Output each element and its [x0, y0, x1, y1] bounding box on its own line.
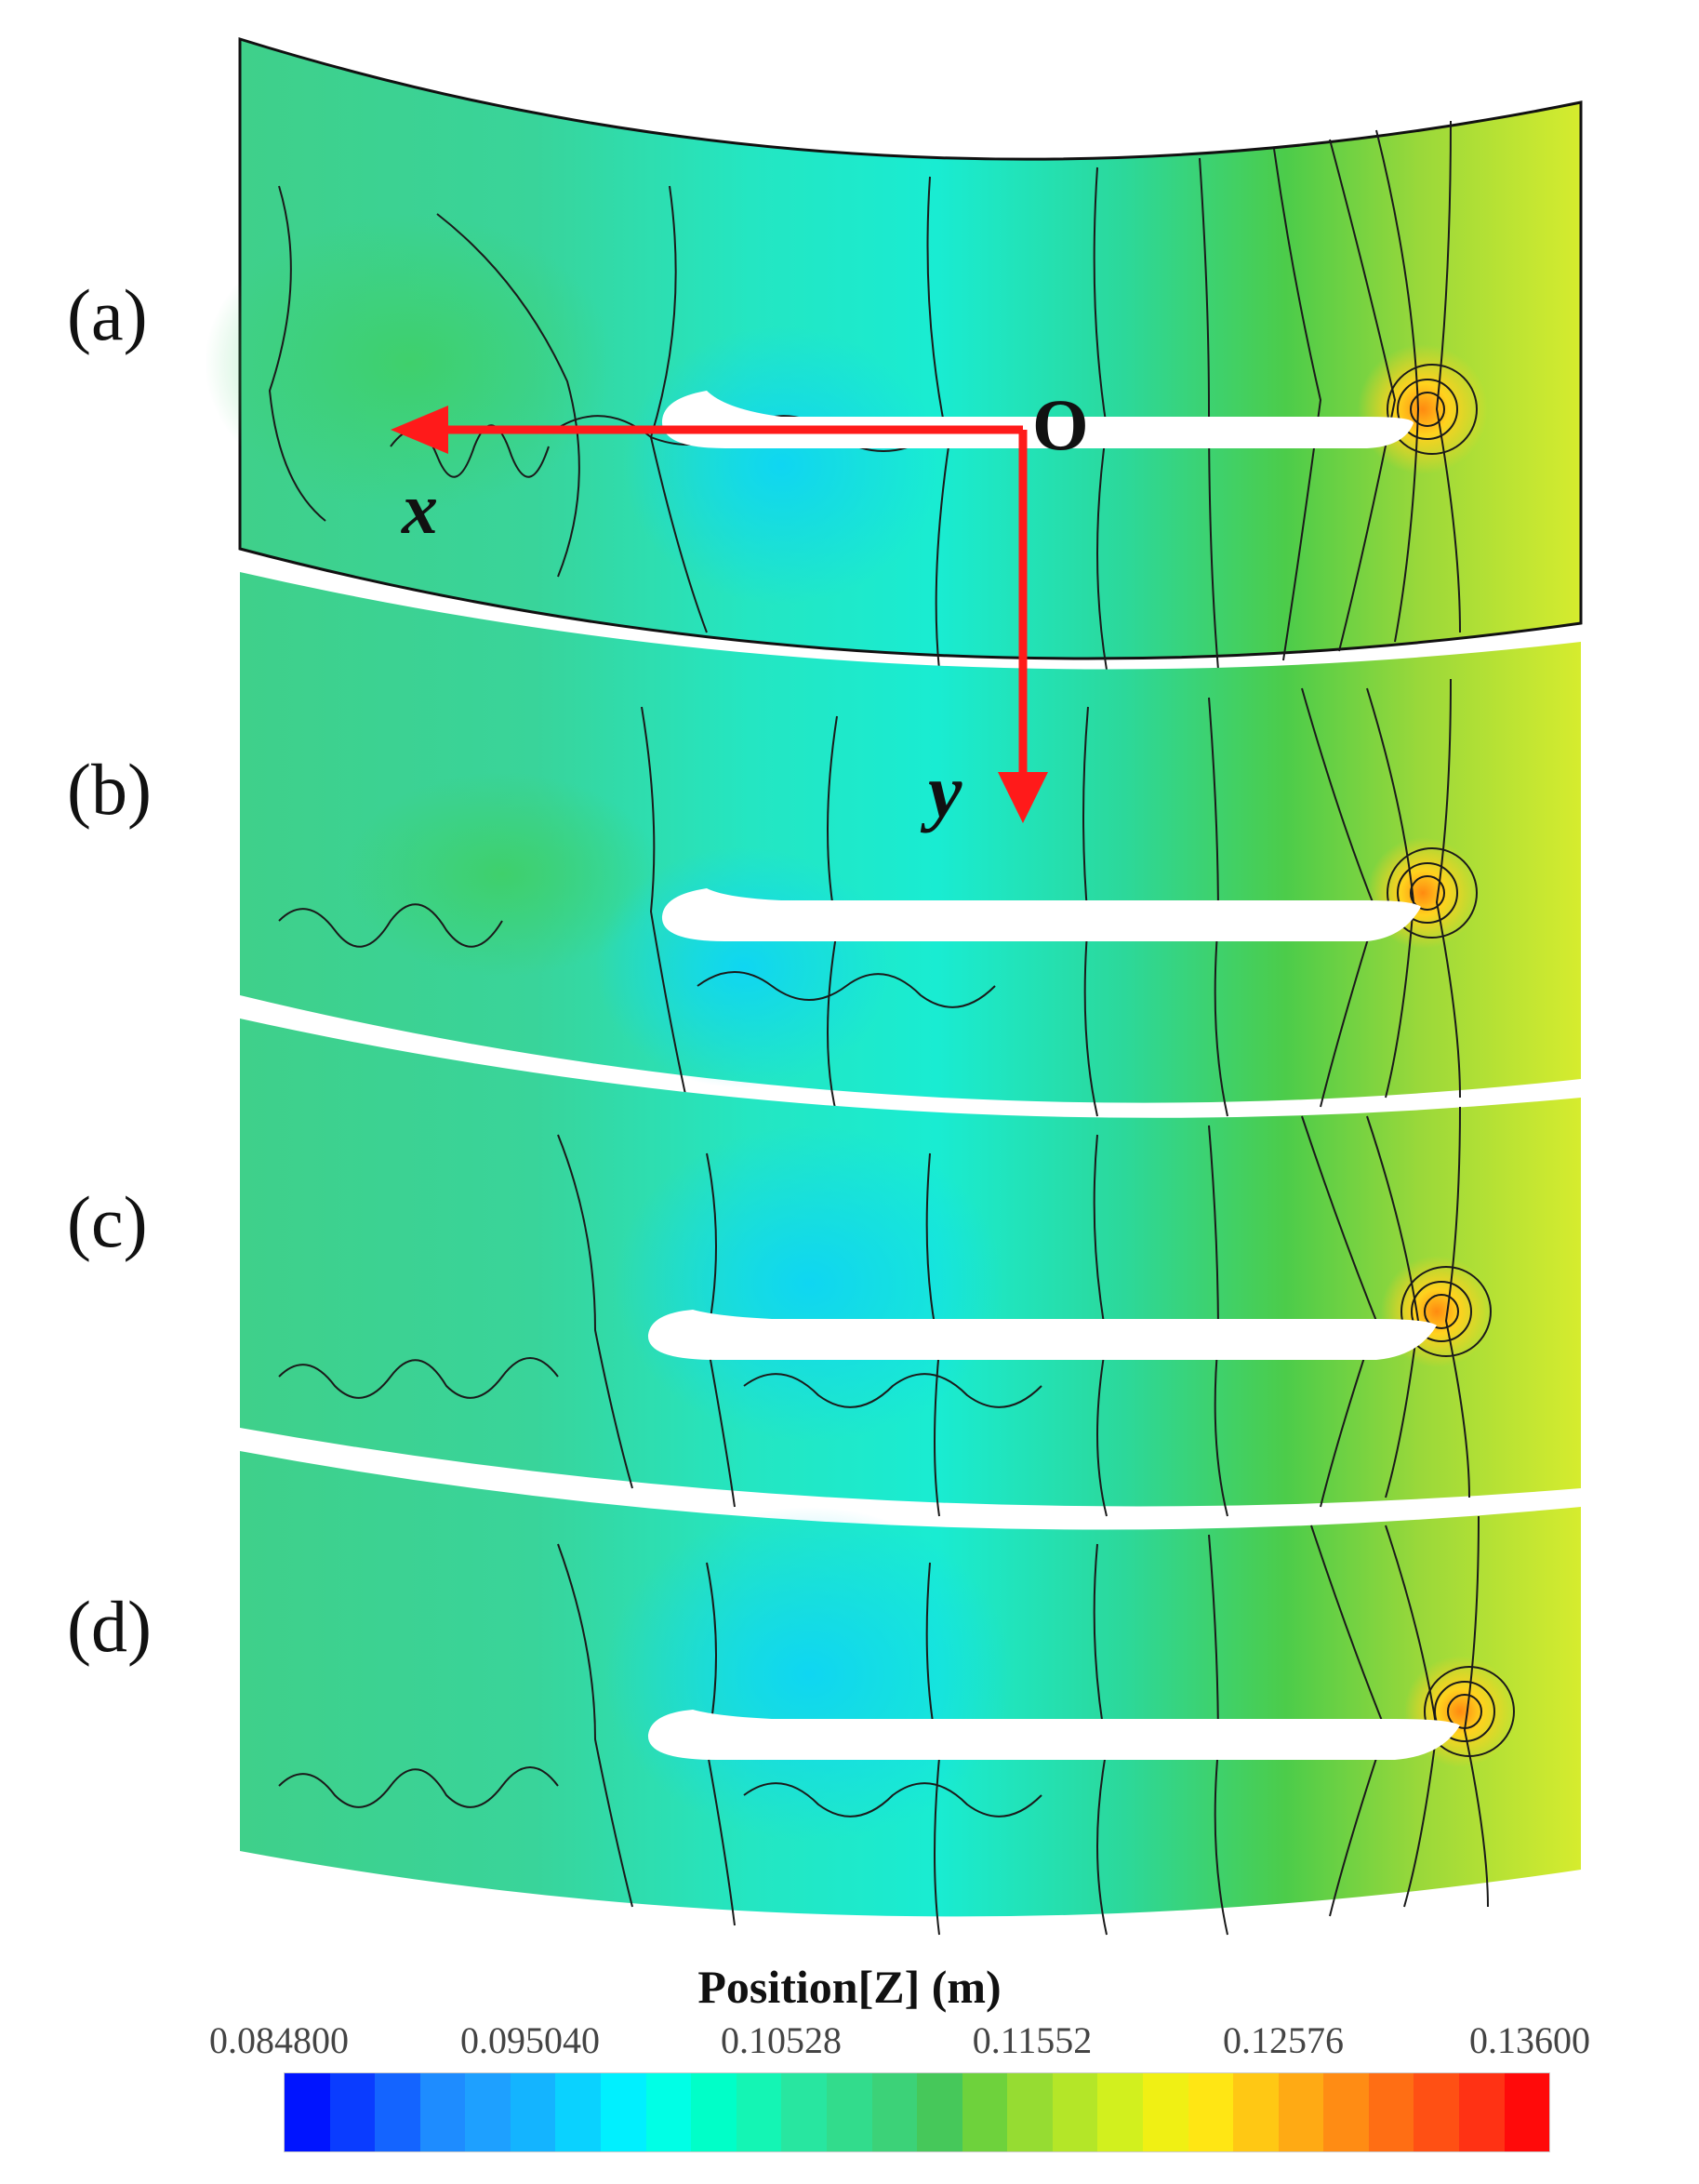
colorbar-segment: [917, 2073, 962, 2151]
colorbar-segment: [419, 2073, 466, 2151]
colorbar-segment: [736, 2073, 782, 2151]
colorbar-segment: [1142, 2073, 1188, 2151]
panel-label-a: (a): [67, 274, 148, 355]
colorbar-segment: [645, 2073, 692, 2151]
band-d-blade: [647, 1710, 1460, 1760]
coordinate-axes: [391, 406, 1048, 823]
x-axis-arrowhead: [391, 406, 448, 454]
band-a-high-region: [1358, 344, 1488, 474]
colorbar-segment: [1368, 2073, 1414, 2151]
colorbar-segment: [1188, 2073, 1234, 2151]
colorbar-segment: [1007, 2073, 1053, 2151]
colorbar-segment: [285, 2073, 330, 2151]
colorbar: [284, 2072, 1550, 2152]
band-a-green-region: [205, 214, 614, 512]
band-d: [240, 1451, 1581, 1936]
colorbar-segment: [510, 2073, 556, 2151]
colorbar-segment: [1052, 2073, 1098, 2151]
y-axis-arrowhead: [998, 772, 1048, 823]
x-axis-label: x: [402, 468, 438, 549]
colorbar-tick-label: 0.10528: [721, 2019, 842, 2061]
band-b-field: [240, 572, 1581, 1103]
colorbar-segment: [1459, 2073, 1505, 2151]
colorbar-title: Position[Z] (m): [697, 1961, 1002, 2013]
colorbar-tick-label: 0.11552: [972, 2019, 1093, 2061]
colorbar-segment: [329, 2073, 376, 2151]
band-b-blade: [661, 888, 1421, 941]
y-axis-label: y: [928, 749, 962, 833]
band-c-low-region: [614, 1125, 1004, 1442]
colorbar-segment: [1278, 2073, 1324, 2151]
band-a-field: [238, 36, 1583, 660]
colorbar-tick-label: 0.095040: [460, 2019, 600, 2061]
band-c-blade: [647, 1310, 1437, 1360]
colorbar-segment: [555, 2073, 602, 2151]
colorbar-segment: [1323, 2073, 1369, 2151]
colorbar-segment: [465, 2073, 511, 2151]
panel-label-c: (c): [67, 1181, 148, 1262]
colorbar-tick-label: 0.12576: [1223, 2019, 1344, 2061]
panel-label-d: (d): [67, 1586, 152, 1667]
band-b-green-region: [344, 772, 660, 977]
colorbar-tick-label: 0.084800: [209, 2019, 349, 2061]
colorbar-segment: [962, 2073, 1008, 2151]
origin-label: O: [1032, 384, 1089, 465]
colorbar-segment: [1097, 2073, 1143, 2151]
band-c: [240, 1019, 1581, 1517]
band-b-low-region: [595, 846, 893, 1088]
colorbar-tick-label: 0.13600: [1469, 2019, 1590, 2061]
band-a-low-region: [623, 326, 939, 605]
colorbar-segment: [871, 2073, 918, 2151]
colorbar-segment: [1233, 2073, 1279, 2151]
colorbar-segment: [1414, 2073, 1460, 2151]
band-b: [240, 572, 1581, 1117]
colorbar-segment: [691, 2073, 737, 2151]
colorbar-segment: [781, 2073, 827, 2151]
colorbar-segment: [1504, 2073, 1550, 2151]
colorbar-segment: [826, 2073, 872, 2151]
colorbar-segment: [601, 2073, 646, 2151]
colorbar-segment: [375, 2073, 420, 2151]
panel-label-b: (b): [67, 749, 152, 830]
band-a: [205, 36, 1583, 671]
